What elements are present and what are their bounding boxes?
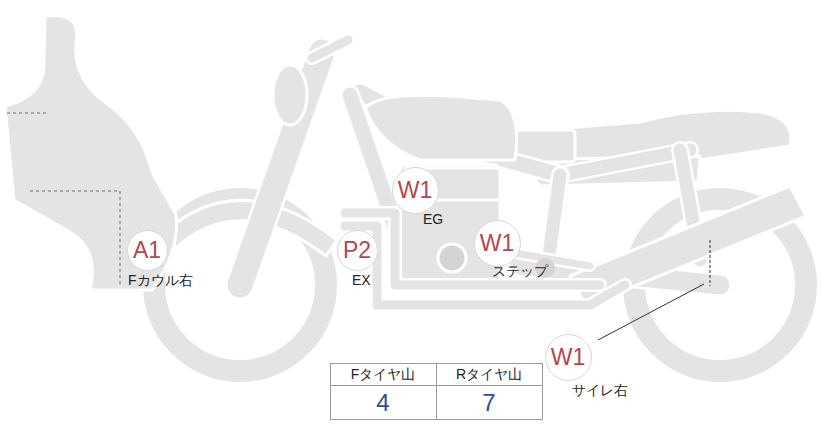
- table-value: 7: [482, 389, 495, 418]
- part-label: EX: [352, 272, 371, 289]
- part-label: サイレ右: [572, 382, 628, 399]
- part-label: Fカウル右: [128, 272, 193, 289]
- callout-code: W1: [480, 232, 515, 255]
- table-value: 4: [376, 389, 389, 418]
- callout-code: P2: [343, 239, 371, 262]
- callout-code: W1: [398, 179, 433, 202]
- part-label: ステップ: [492, 263, 548, 280]
- callout-circle: W1: [545, 334, 592, 381]
- callout-code: W1: [551, 346, 586, 369]
- callout-marker: W1サイレ右: [545, 334, 592, 381]
- callout-code: A1: [133, 239, 161, 262]
- callout-marker: P2EX: [337, 230, 378, 271]
- callout-circle: W1: [474, 220, 521, 267]
- callout-circle: A1: [127, 230, 168, 271]
- callout-marker: W1EG: [392, 167, 439, 214]
- callout-marker: A1Fカウル右: [127, 230, 168, 271]
- table-header: Rタイヤ山: [456, 366, 522, 383]
- callout-marker: W1ステップ: [474, 220, 521, 267]
- callout-circle: P2: [337, 230, 378, 271]
- table-header: Fタイヤ山: [351, 366, 416, 383]
- part-label: EG: [423, 211, 443, 228]
- callout-circle: W1: [392, 167, 439, 214]
